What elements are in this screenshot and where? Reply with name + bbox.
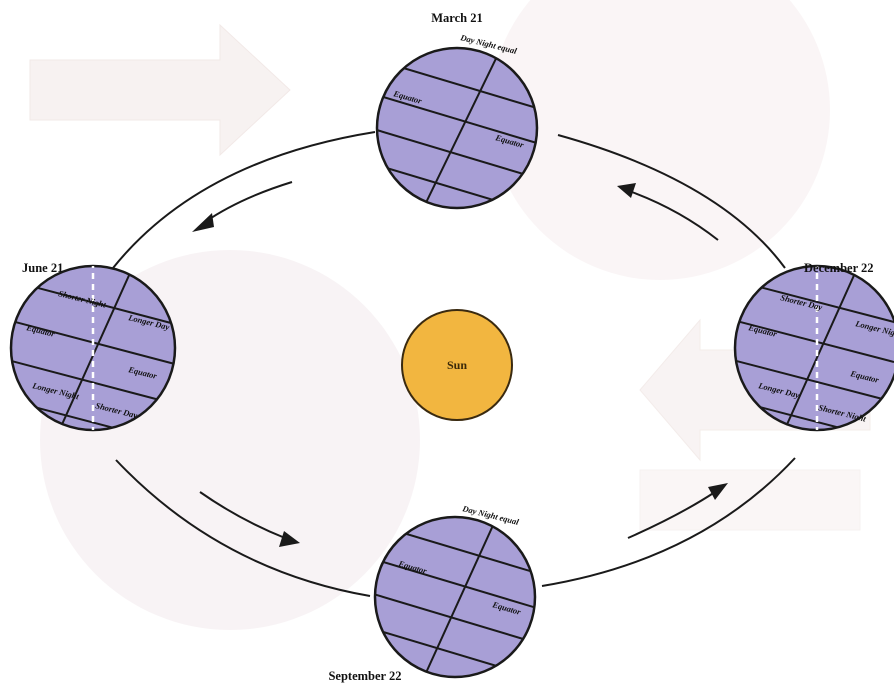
arrow-to-june-head [192,213,214,232]
arrow-to-june [204,181,293,223]
date-label: March 21 [431,11,483,25]
date-label: December 22 [804,261,874,275]
date-label: September 22 [328,669,401,683]
earth-disc [733,264,894,432]
arrow-to-december [627,491,716,539]
axis-line [419,48,506,208]
arrow-to-march [631,191,719,241]
orbit-june-to-september [115,459,371,597]
axis-line [419,517,501,677]
earth-june: June 21 Shorter Night Longer Day Equator… [9,261,177,432]
arrow-to-september-head [279,531,300,547]
arrow-to-september [199,491,286,539]
orbit-paths [112,131,796,597]
orbit-september-to-december [541,457,796,587]
arrow-to-march-head [617,183,636,198]
sun-disc [401,309,513,421]
axis-line [779,266,861,430]
earth-disc [375,46,539,210]
orbit-march-to-june [112,131,376,269]
sun-label: Sun [447,358,467,372]
direction-arrows [192,181,728,547]
axis-line [54,266,136,430]
orbit-december-to-march [557,134,786,269]
arrow-to-december-head [708,483,728,500]
date-label: June 21 [22,261,63,275]
sun: Sun [401,309,513,421]
earth-disc [373,515,537,679]
